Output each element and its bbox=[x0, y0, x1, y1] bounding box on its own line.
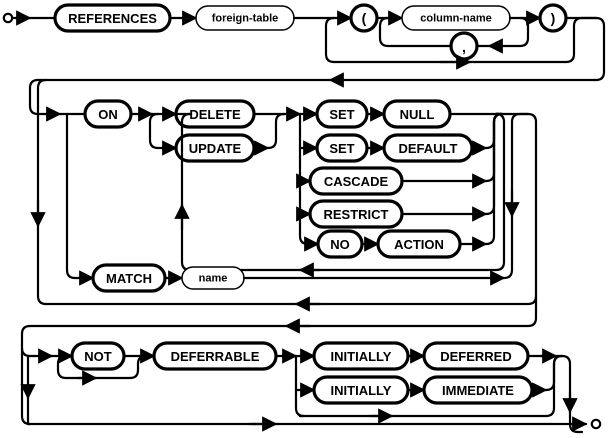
node-set-null-set-label: SET bbox=[329, 107, 354, 122]
node-delete-label: DELETE bbox=[189, 107, 241, 122]
rail-row3-entry-corner bbox=[20, 324, 32, 358]
rail-row2-outer-left bbox=[36, 78, 48, 306]
rail-to-update-corner bbox=[148, 112, 168, 150]
node-initially2-label: INITIALLY bbox=[331, 383, 392, 398]
rail-match-rejoin bbox=[502, 112, 530, 280]
node-null-label: NULL bbox=[400, 107, 435, 122]
rail-bypass-rejoin bbox=[564, 16, 598, 64]
rail-column-loop-right bbox=[510, 16, 530, 48]
rail-not-bypass-rejoin bbox=[128, 354, 152, 380]
node-name-label: name bbox=[199, 273, 228, 285]
node-immediate-label: IMMEDIATE bbox=[442, 383, 514, 398]
node-initially1-label: INITIALLY bbox=[331, 349, 392, 364]
node-column-name-label: column-name bbox=[420, 13, 492, 25]
node-cascade-label: CASCADE bbox=[324, 174, 389, 189]
node-default-label: DEFAULT bbox=[399, 141, 458, 156]
node-match-label: MATCH bbox=[106, 271, 152, 286]
node-no-label: NO bbox=[330, 237, 350, 252]
rail-not-bypass bbox=[56, 354, 132, 380]
rail-row2-entry-corner bbox=[28, 78, 40, 116]
rail-action-rejoin bbox=[484, 112, 504, 246]
rail-row3-to-end bbox=[560, 354, 584, 434]
node-action-label: ACTION bbox=[394, 237, 444, 252]
node-update-label: UPDATE bbox=[189, 141, 242, 156]
node-set-default-set-label: SET bbox=[329, 141, 354, 156]
rail-to-match-corner bbox=[65, 268, 84, 280]
end-marker-icon bbox=[590, 418, 602, 430]
rail-initially-bypass-rejoin bbox=[544, 354, 564, 418]
rail-column-loop-left bbox=[378, 16, 398, 48]
rail-row1-to-row2-corner bbox=[594, 16, 606, 82]
rail-paren-bypass-down bbox=[324, 16, 336, 64]
node-not-label: NOT bbox=[84, 349, 112, 364]
node-restrict-label: RESTRICT bbox=[324, 207, 389, 222]
node-lparen-label: ( bbox=[362, 10, 367, 26]
node-foreign-table-label: foreign-table bbox=[212, 13, 279, 25]
node-on-label: ON bbox=[98, 107, 118, 122]
node-deferred-label: DEFERRED bbox=[440, 349, 512, 364]
rail-update-rejoin bbox=[266, 112, 286, 150]
node-references-label: REFERENCES bbox=[68, 11, 157, 26]
node-comma-label: , bbox=[462, 39, 466, 55]
rail-row2-to-row3-bottom bbox=[28, 294, 538, 328]
rail-initially-split-vertical bbox=[294, 354, 306, 418]
node-deferrable-label: DEFERRABLE bbox=[171, 349, 260, 364]
node-rparen-label: ) bbox=[551, 10, 556, 26]
